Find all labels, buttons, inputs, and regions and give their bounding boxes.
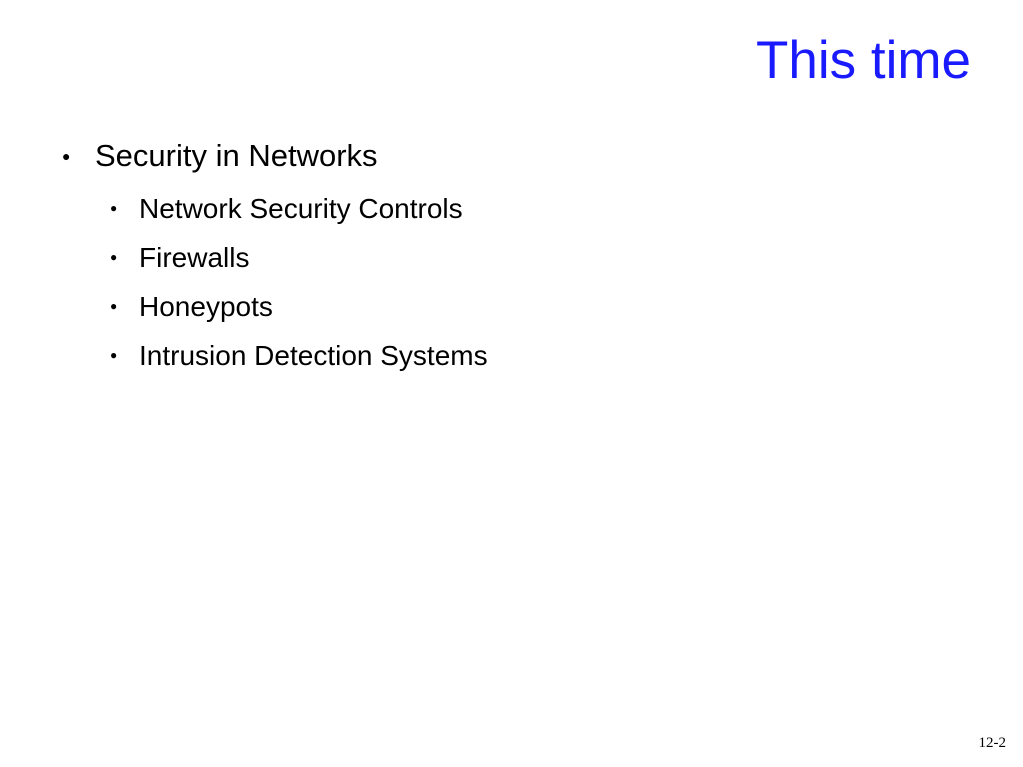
sub-bullet-item-honeypots: ● Honeypots <box>110 282 488 331</box>
sub-bullet-item-network-security-controls: ● Network Security Controls <box>110 184 488 233</box>
slide-title: This time <box>756 31 971 90</box>
bullet-dot-icon: ● <box>110 250 118 264</box>
sub-bullet-text: Firewalls <box>139 242 250 273</box>
sub-bullet-list: ● Network Security Controls ● Firewalls … <box>110 184 488 380</box>
bullet-dot-icon: ● <box>110 299 118 313</box>
bullet-text: Security in Networks <box>95 138 378 173</box>
page-number: 12-2 <box>978 735 1007 751</box>
sub-bullet-text: Intrusion Detection Systems <box>139 340 488 371</box>
sub-bullet-item-firewalls: ● Firewalls <box>110 233 488 282</box>
bullet-dot-icon: ● <box>110 201 118 215</box>
bullet-dot-icon: ● <box>62 148 71 164</box>
sub-bullet-text: Honeypots <box>139 291 273 322</box>
bullet-row: ● Security in Networks <box>60 136 488 176</box>
sub-bullet-item-intrusion-detection-systems: ● Intrusion Detection Systems <box>110 331 488 380</box>
bullet-item-security-in-networks: ● Security in Networks ● Network Securit… <box>60 136 488 380</box>
bullet-dot-icon: ● <box>110 348 118 362</box>
sub-bullet-text: Network Security Controls <box>139 193 463 224</box>
bullet-list: ● Security in Networks ● Network Securit… <box>60 136 488 380</box>
